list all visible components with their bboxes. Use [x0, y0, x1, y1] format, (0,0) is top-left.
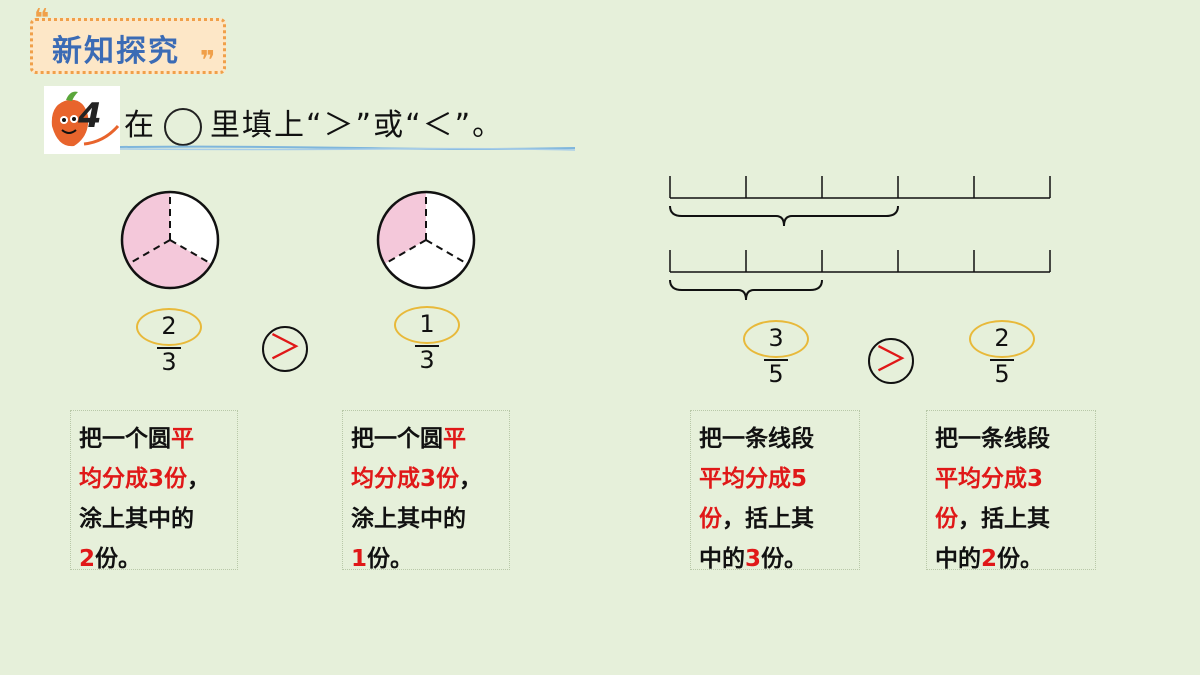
numerator-oval [394, 306, 460, 344]
description-text: 把一条线段 [699, 426, 814, 452]
description-box-4: 把一条线段平均分成3 份，括上其中的2份。 [926, 410, 1096, 572]
highlight-text: 2 [79, 546, 96, 572]
instruction-text-after: 里填上“＞”或“＜”。 [210, 108, 505, 143]
description-text: 份。 [367, 546, 414, 572]
highlight-text: 平 [443, 426, 466, 452]
description-line: 涂上其中的 [351, 499, 501, 539]
numerator-oval [743, 320, 809, 358]
description-line: 把一个圆平 [351, 419, 501, 459]
description-text: 把一个圆 [351, 426, 443, 452]
problem-number: 4 [78, 96, 102, 136]
numerator-oval [136, 308, 202, 346]
description-line: 平均分成5 [699, 459, 851, 499]
description-text: 份。 [95, 546, 142, 572]
fraction-bar [157, 347, 181, 349]
description-line: 平均分成3 [935, 459, 1087, 499]
circle-diagram-2 [376, 190, 476, 290]
description-text: ，括上其 [722, 506, 814, 532]
quote-close-icon: ❞ [200, 46, 216, 76]
description-line: 1份。 [351, 539, 501, 579]
fraction-numerator: 2 [161, 312, 177, 340]
highlight-text: 3 [745, 546, 762, 572]
description-line: 涂上其中的 [79, 499, 229, 539]
description-text: ， [459, 466, 483, 492]
description-line: 把一个圆平 [79, 419, 229, 459]
instruction-text-before: 在 [124, 108, 156, 143]
blank-circle-icon [164, 107, 202, 146]
description-text: ， [187, 466, 211, 492]
highlight-text: 份 [699, 506, 722, 532]
fraction-denominator: 3 [161, 348, 177, 376]
segment-brace [669, 205, 899, 227]
description-line: 均分成3份， [79, 459, 229, 499]
description-text: 把一条线段 [935, 426, 1050, 452]
description-text: ，括上其 [958, 506, 1050, 532]
title-underline [120, 145, 575, 151]
fraction-bar [990, 359, 1014, 361]
description-text: 涂上其中的 [351, 506, 466, 532]
comparison-answer-1[interactable]: ＞ [262, 326, 308, 372]
pie-divider [169, 239, 213, 265]
highlight-text: 均分成3份 [351, 466, 460, 492]
description-text: 中的 [935, 546, 981, 572]
description-line: 把一条线段 [935, 419, 1087, 459]
description-line: 把一条线段 [699, 419, 851, 459]
segment-brace [669, 279, 823, 300]
fraction-3: 3 5 [743, 320, 809, 392]
fraction-2: 1 3 [394, 306, 460, 378]
highlight-text: 均分成3份 [79, 466, 188, 492]
description-text: 把一个圆 [79, 426, 171, 452]
quote-open-icon: ❝ [34, 4, 50, 34]
fraction-denominator: 5 [768, 360, 784, 388]
fraction-denominator: 5 [994, 360, 1010, 388]
fraction-bar [415, 345, 439, 347]
segment-diagram [669, 176, 1051, 300]
section-title: 新知探究 [52, 34, 180, 69]
description-text: 中的 [699, 546, 745, 572]
fraction-numerator: 1 [419, 310, 435, 338]
fraction-1: 2 3 [136, 308, 202, 380]
pie-sector [384, 240, 468, 288]
highlight-text: 份 [935, 506, 958, 532]
highlight-text: 平 [171, 426, 194, 452]
description-line: 均分成3份， [351, 459, 501, 499]
description-text: 涂上其中的 [79, 506, 194, 532]
pie-outline [376, 190, 476, 290]
fraction-denominator: 3 [419, 346, 435, 374]
description-box-3: 把一条线段平均分成5 份，括上其中的3份。 [690, 410, 860, 572]
pie-sector [128, 240, 212, 288]
mascot-icon [44, 86, 120, 154]
description-line: 中的2份。 [935, 539, 1087, 579]
highlight-text: 平均分成5 [699, 466, 808, 492]
fraction-bar [764, 359, 788, 361]
pie-divider [383, 239, 427, 265]
description-line: 份，括上其 [699, 499, 851, 539]
circle-diagram-1 [120, 190, 220, 290]
fraction-numerator: 2 [994, 324, 1010, 352]
problem-instruction: 在 里填上“＞”或“＜”。 [124, 100, 504, 146]
description-text: 份。 [761, 546, 808, 572]
pie-outline [120, 190, 220, 290]
numerator-oval [969, 320, 1035, 358]
description-text: 份。 [997, 546, 1044, 572]
fraction-numerator: 3 [768, 324, 784, 352]
highlight-text: 1 [351, 546, 368, 572]
description-line: 2份。 [79, 539, 229, 579]
comparison-answer-2[interactable]: ＞ [868, 338, 914, 384]
description-line: 中的3份。 [699, 539, 851, 579]
description-line: 份，括上其 [935, 499, 1087, 539]
pie-divider [425, 239, 469, 265]
section-banner [30, 18, 226, 74]
fraction-4: 2 5 [969, 320, 1035, 392]
highlight-text: 平均分成3 [935, 466, 1044, 492]
highlight-text: 2 [981, 546, 998, 572]
pie-divider [127, 239, 171, 265]
